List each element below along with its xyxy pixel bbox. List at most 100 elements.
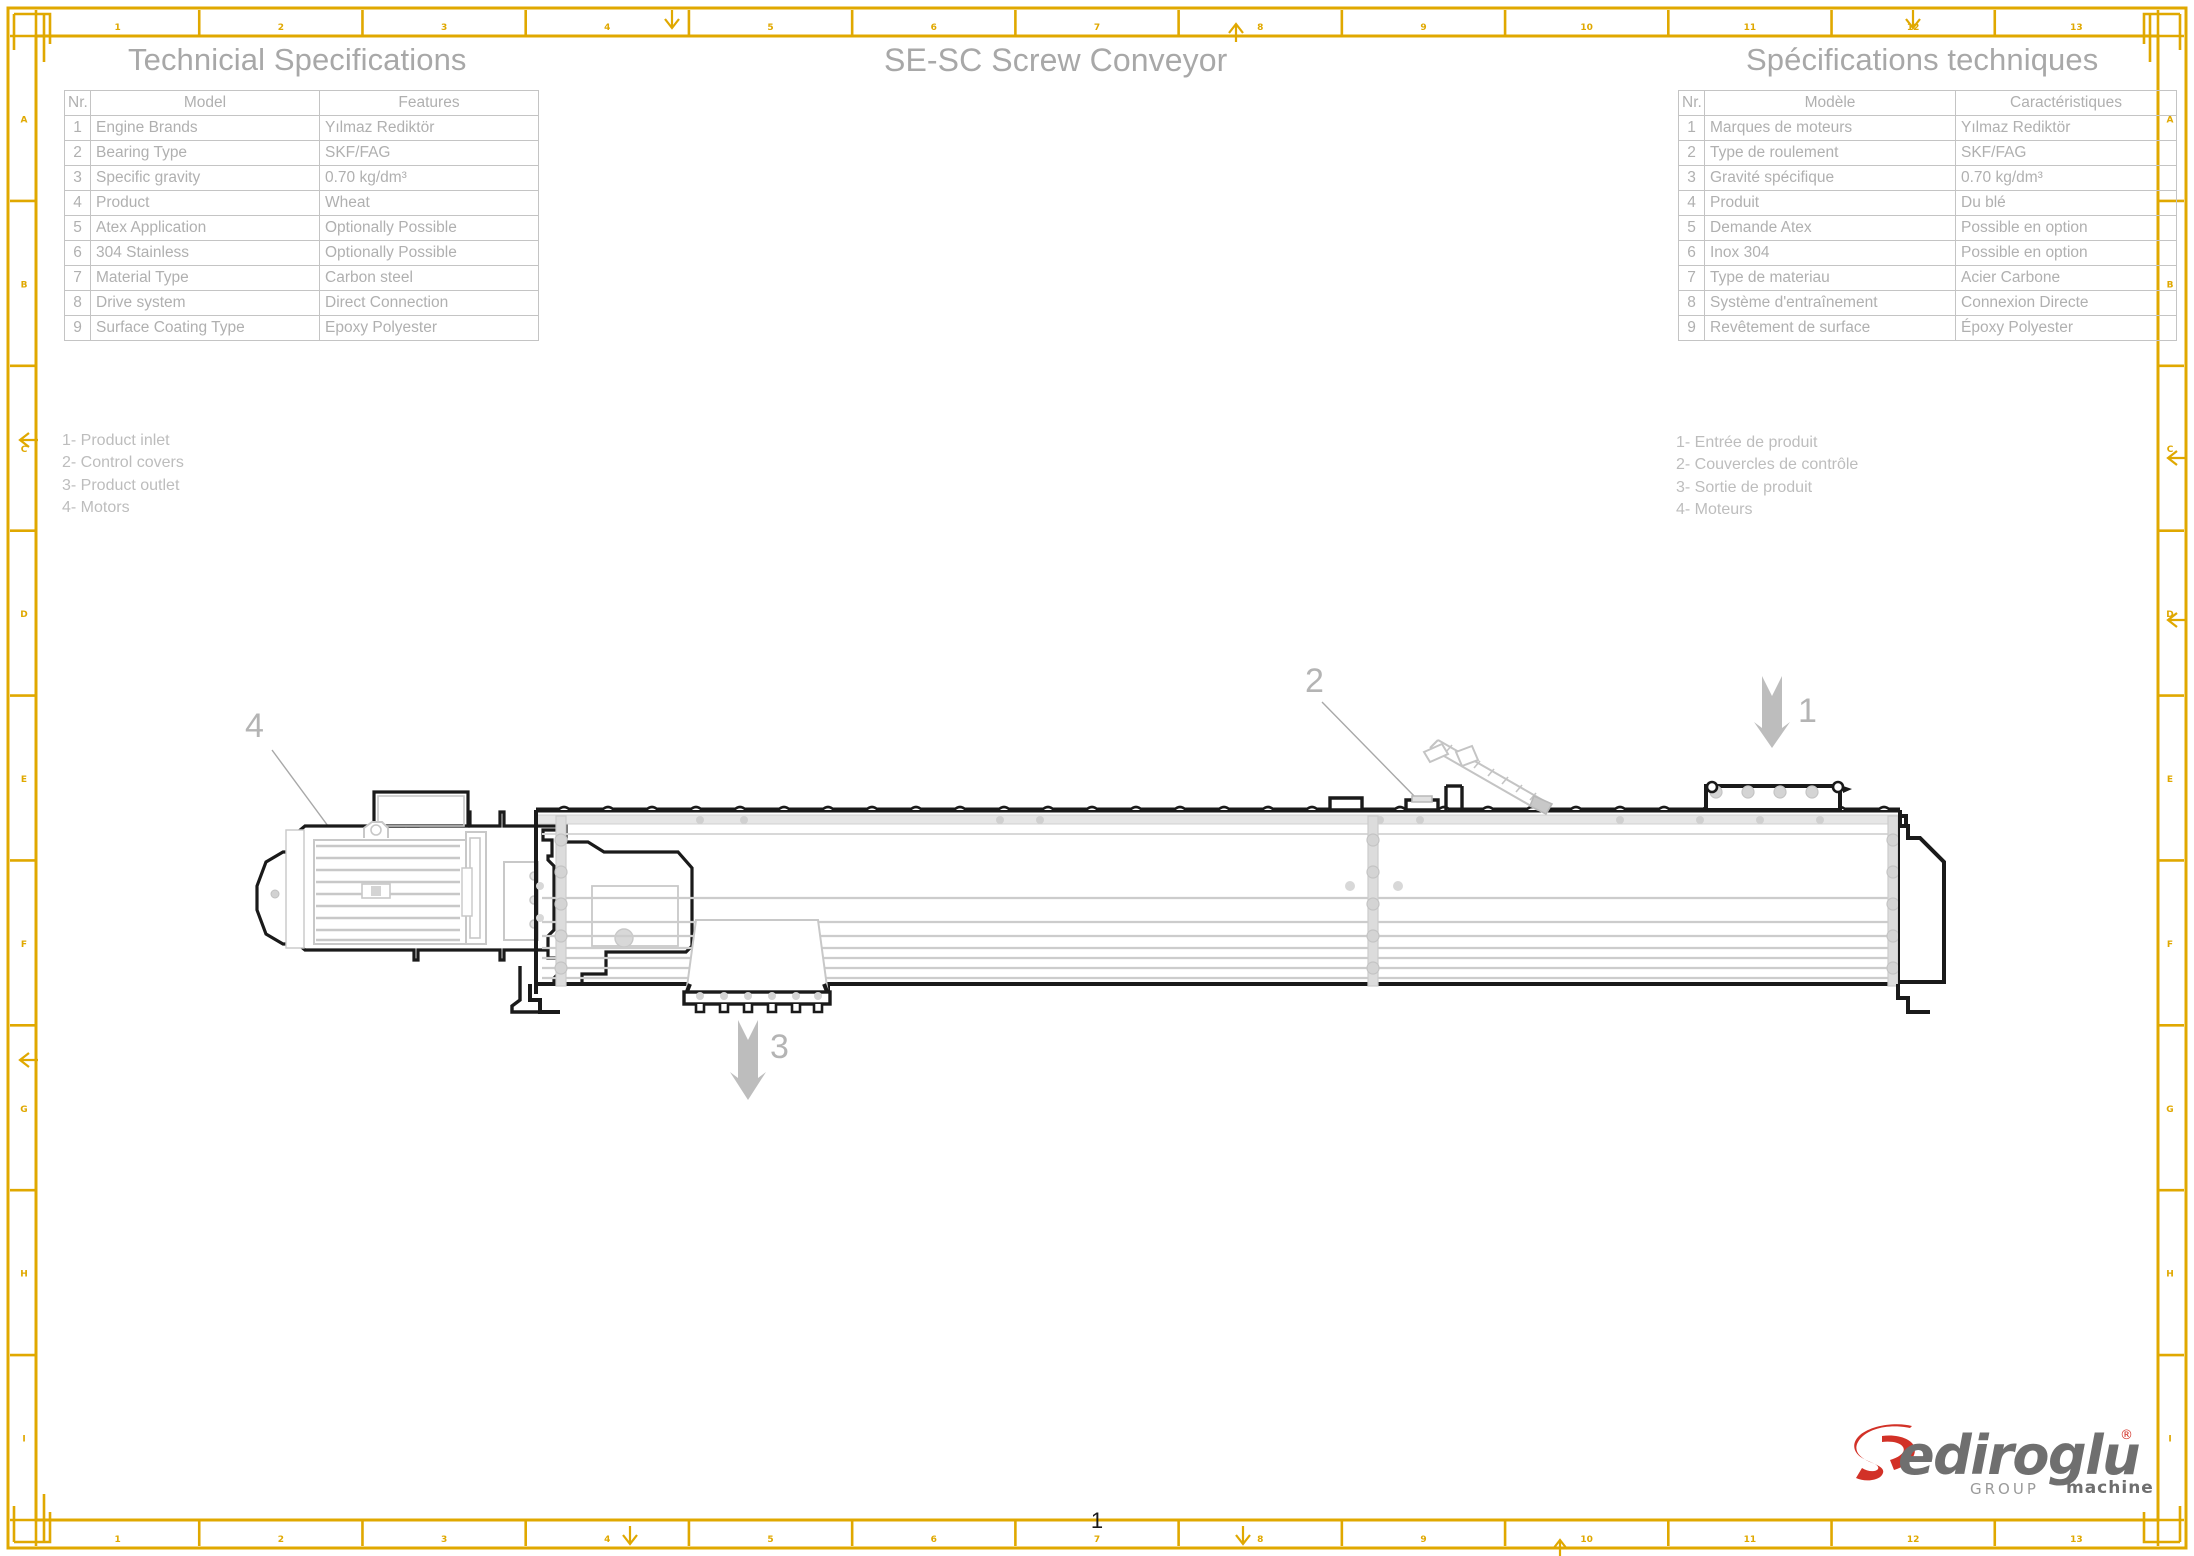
ruler-label: F — [2167, 940, 2173, 950]
ruler-label: 7 — [1094, 23, 1100, 33]
ruler-label: 6 — [931, 23, 937, 33]
cell-feature: Yılmaz Rediktör — [1955, 115, 2177, 141]
legend-item: 4- Moteurs — [1676, 501, 1753, 519]
leader-line-motors — [271, 749, 357, 865]
right-end-housing — [1896, 810, 1946, 1014]
legend-item: 2- Control covers — [62, 454, 184, 472]
leader-line-covers — [1321, 701, 1419, 801]
header-nr: Nr. — [64, 90, 91, 116]
cell-nr: 9 — [64, 315, 91, 341]
ruler-label: 1 — [114, 23, 120, 33]
cell-nr: 7 — [64, 265, 91, 291]
ruler-label: 1 — [114, 1535, 120, 1545]
legend-item: 4- Motors — [62, 499, 130, 517]
page-title-center: SE-SC Screw Conveyor — [884, 42, 1228, 78]
cell-model: Type de roulement — [1704, 140, 1956, 166]
ruler-label: I — [22, 1435, 25, 1445]
ruler-label: 5 — [767, 23, 773, 33]
cell-feature: Wheat — [319, 190, 539, 216]
drive-end-bottom-spout — [510, 966, 560, 1014]
cell-model: Gravité spécifique — [1704, 165, 1956, 191]
header-nr: Nr. — [1678, 90, 1705, 116]
cell-model: 304 Stainless — [90, 240, 320, 266]
header-features: Features — [319, 90, 539, 116]
callout-label-control-covers: 2 — [1305, 662, 1324, 700]
arrow-product-inlet — [1754, 676, 1790, 748]
cell-feature: 0.70 kg/dm³ — [1955, 165, 2177, 191]
cell-model: Inox 304 — [1704, 240, 1956, 266]
cell-feature: SKF/FAG — [319, 140, 539, 166]
page-title-right: Spécifications techniques — [1746, 42, 2099, 77]
ruler-label: 13 — [2070, 23, 2083, 33]
cell-feature: Carbon steel — [319, 265, 539, 291]
conveyor-trough-group — [510, 739, 1946, 1014]
ruler-label: 8 — [1257, 1535, 1263, 1545]
cell-nr: 8 — [1678, 290, 1705, 316]
logo-group-text: GROUP — [1970, 1480, 2039, 1498]
header-model: Model — [90, 90, 320, 116]
ruler-label: 12 — [1907, 1535, 1920, 1545]
trough-bottom-edge — [536, 982, 1900, 996]
ruler-label: C — [2167, 445, 2174, 455]
company-logo: ediroglu ® GROUP machine — [1852, 1420, 2153, 1506]
cell-feature: Connexion Directe — [1955, 290, 2177, 316]
cell-model: Revêtement de surface — [1704, 315, 1956, 341]
cell-model: Système d'entraînement — [1704, 290, 1956, 316]
ruler-label: 9 — [1420, 23, 1426, 33]
cell-nr: 6 — [1678, 240, 1705, 266]
cell-nr: 4 — [64, 190, 91, 216]
callout-label-product-outlet: 3 — [770, 1028, 789, 1066]
gearbox-shaft-center — [614, 928, 634, 948]
cell-feature: Possible en option — [1955, 215, 2177, 241]
inlet-flange-bolts — [1709, 785, 1819, 799]
cell-model: Marques de moteurs — [1704, 115, 1956, 141]
ruler-label: F — [21, 940, 27, 950]
ruler-label: D — [20, 610, 27, 620]
ruler-label: 13 — [2070, 1535, 2083, 1545]
flow-arrow-outlet — [730, 1020, 766, 1100]
ruler-label: 2 — [278, 23, 284, 33]
motor-end-bell — [255, 850, 295, 946]
cell-feature: Epoxy Polyester — [319, 315, 539, 341]
hanger-bearing-right — [1886, 815, 1900, 987]
ruler-label: 5 — [767, 1535, 773, 1545]
table-header-row: Nr. Model Features — [64, 90, 539, 116]
ruler-label: B — [21, 280, 28, 290]
motor-cooling-fins — [316, 844, 460, 942]
cell-model: Surface Coating Type — [90, 315, 320, 341]
motor-end-bolt — [270, 889, 280, 899]
cell-nr: 4 — [1678, 190, 1705, 216]
ruler-label: D — [2166, 610, 2173, 620]
cell-model: Specific gravity — [90, 165, 320, 191]
cell-model: Engine Brands — [90, 115, 320, 141]
ruler-label: H — [2166, 1270, 2174, 1280]
legend-item: 1- Product inlet — [62, 432, 170, 449]
leader-lines — [271, 701, 1419, 865]
cell-feature: Yılmaz Rediktör — [319, 115, 539, 141]
motor-body-outline — [291, 810, 568, 962]
header-modele: Modèle — [1704, 90, 1956, 116]
motor-flange — [465, 831, 487, 945]
ruler-label: 12 — [1907, 23, 1920, 33]
ruler-label: E — [2167, 775, 2173, 785]
motor-terminal-box — [372, 790, 470, 828]
ruler-label: 3 — [441, 1535, 447, 1545]
hanger-bearing-left — [536, 815, 568, 987]
cell-model: Drive system — [90, 290, 320, 316]
ruler-label: 3 — [441, 23, 447, 33]
